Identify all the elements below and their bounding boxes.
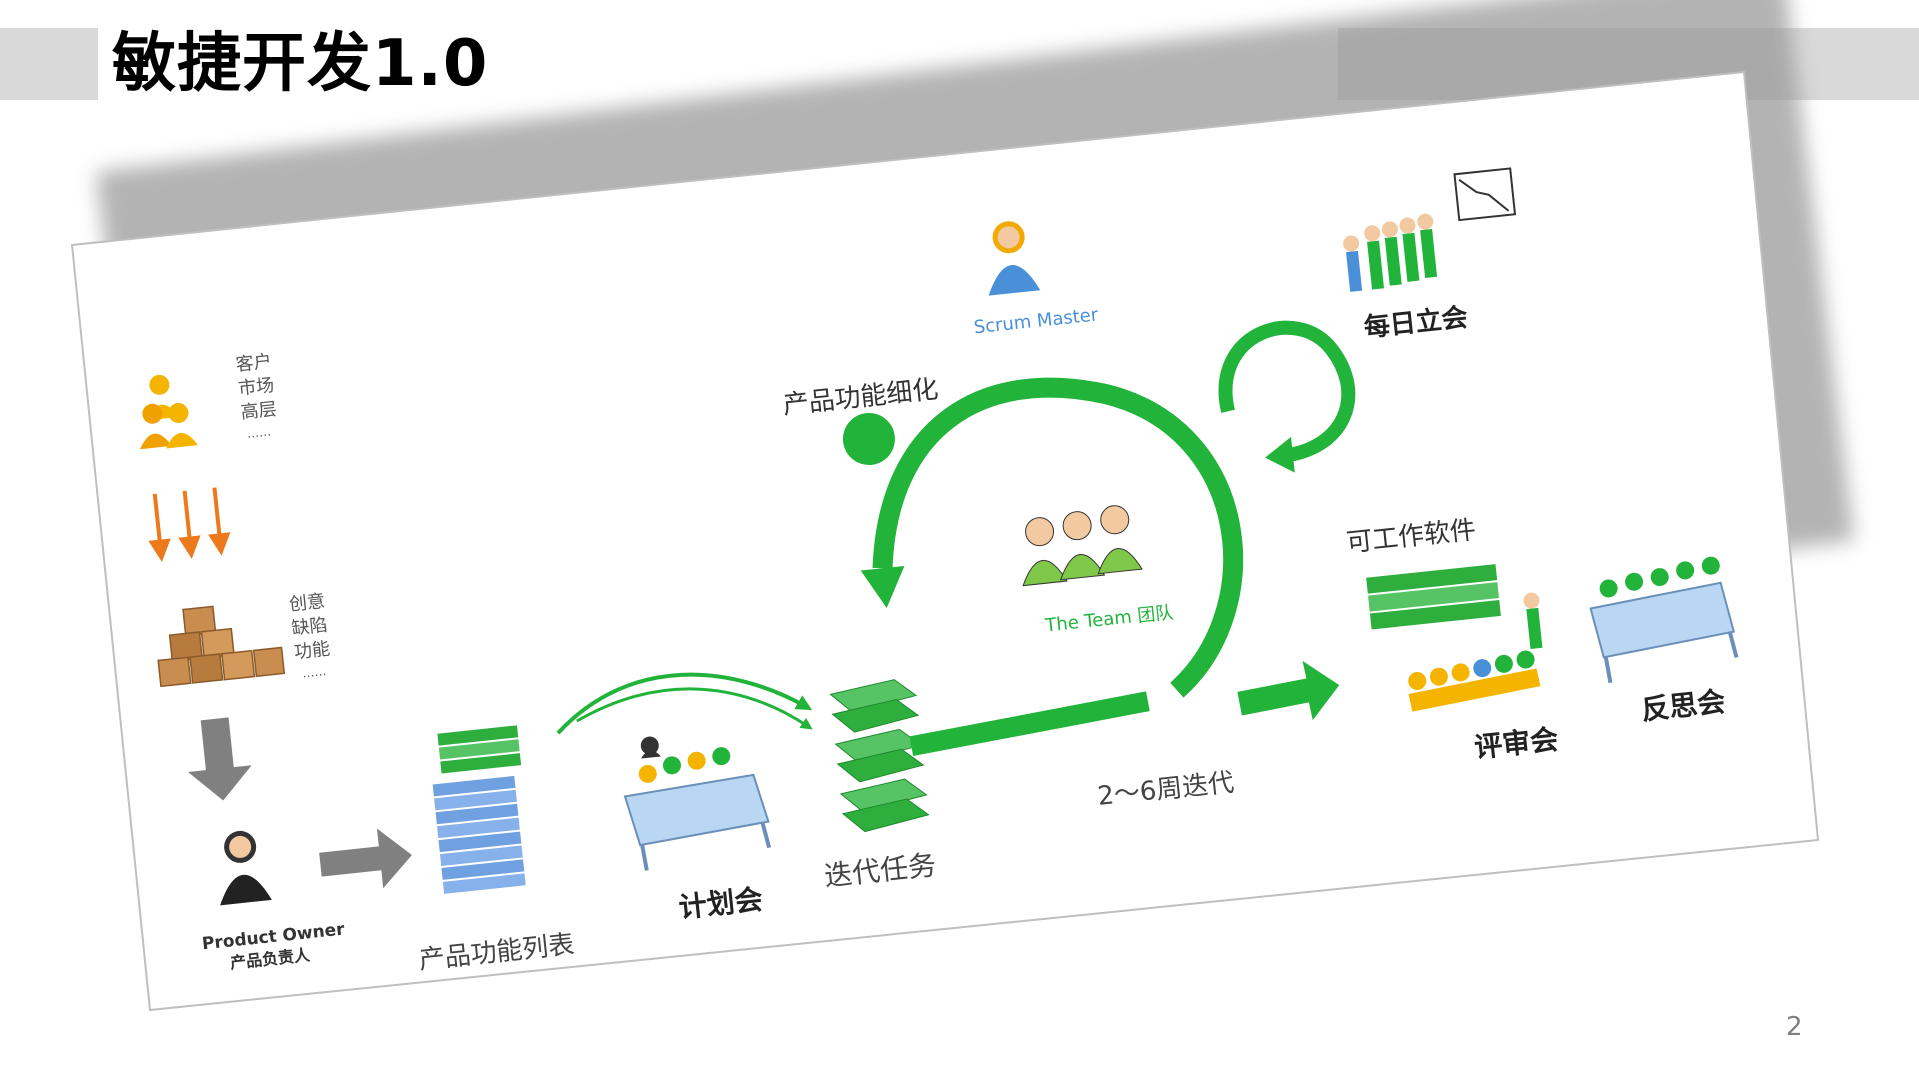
refinement-dot [842,412,895,465]
working-software-icon [1366,564,1501,630]
gray-down-arrow [188,717,252,801]
product-backlog-stack-icon [432,725,526,894]
request-feature: 功能 [293,639,331,664]
daily-standup-icon [1343,213,1438,292]
down-arrows-icon [148,487,231,563]
scrum-master-icon [988,221,1041,296]
product-owner-icon [220,830,272,906]
stakeholder-market: 市场 [237,375,275,400]
stakeholders-icon [140,374,198,450]
stakeholder-executive: 高层 [240,399,278,424]
request-idea: 创意 [288,591,326,616]
gray-right-arrow [319,828,412,889]
request-more: …… [302,664,327,680]
cycle-arrowhead [860,565,905,609]
boxes-icon [157,605,286,688]
backlog-to-tasks-arrow-2 [576,687,813,730]
diagram-card [70,70,1820,1012]
planning-meeting-icon [623,736,772,871]
title-accent-bar-left [0,28,98,100]
sprint-cycle-arrow [872,377,1244,757]
page-number: 2 [1786,1012,1803,1042]
backlog-to-tasks-arrow [556,672,813,735]
standup-arrowhead [1265,436,1295,473]
to-working-software-arrow [1237,660,1340,721]
stakeholder-customer: 客户 [235,351,273,376]
sprint-review-icon [1408,592,1543,712]
burndown-chart-icon [1453,167,1517,222]
daily-standup-loop-arrow [1218,320,1356,463]
slide-title: 敏捷开发1.0 [112,27,489,101]
team-icon [1022,505,1143,587]
retrospective-icon [1589,556,1739,684]
sprint-tasks-icon [829,679,930,833]
stakeholder-more: …… [246,424,271,440]
request-defect: 缺陷 [291,615,329,640]
